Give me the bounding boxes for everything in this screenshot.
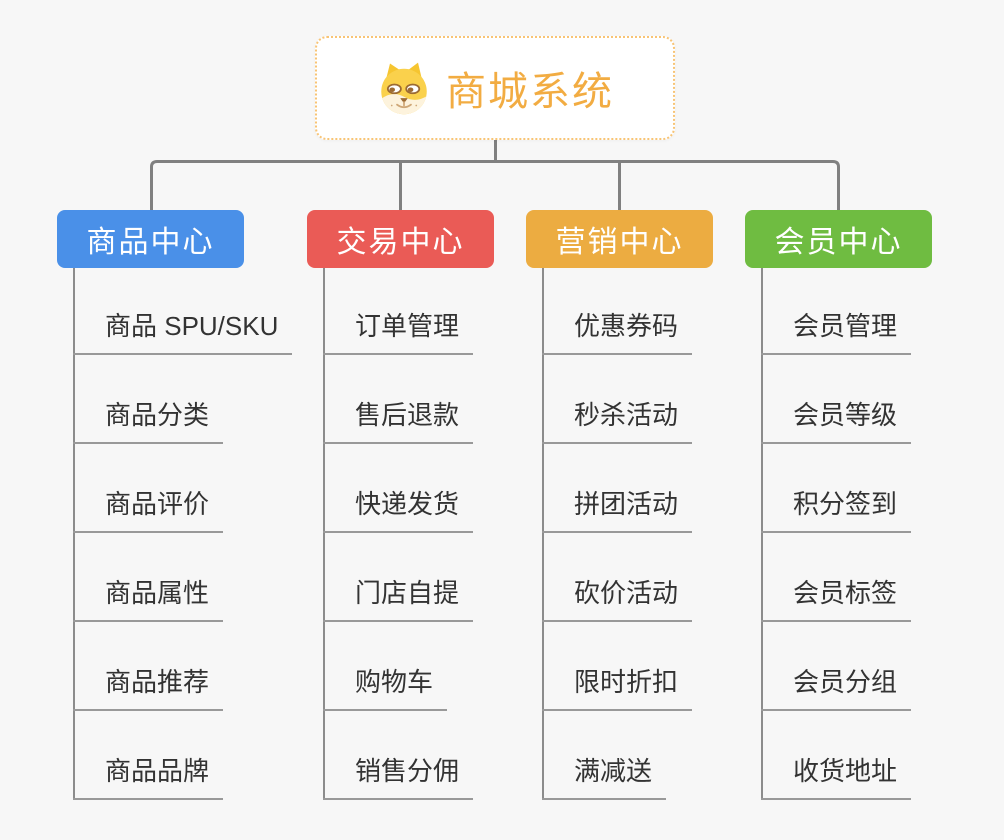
topic-item[interactable]: 购物车: [323, 663, 448, 711]
topic-item[interactable]: 优惠券码: [542, 307, 693, 355]
topic-item[interactable]: 会员等级: [761, 396, 912, 444]
topic-item[interactable]: 快递发货: [323, 485, 474, 533]
topic-item[interactable]: 收货地址: [761, 752, 912, 800]
topic-item[interactable]: 限时折扣: [542, 663, 693, 711]
topic-item[interactable]: 会员管理: [761, 307, 912, 355]
topic-item[interactable]: 商品分类: [73, 396, 224, 444]
topic-item[interactable]: 拼团活动: [542, 485, 693, 533]
topic-item[interactable]: 销售分佣: [323, 752, 474, 800]
topic-item[interactable]: 积分签到: [761, 485, 912, 533]
branch-node-product-center[interactable]: 商品中心: [57, 210, 244, 268]
topic-item[interactable]: 秒杀活动: [542, 396, 693, 444]
topic-item[interactable]: 会员标签: [761, 574, 912, 622]
topic-item[interactable]: 售后退款: [323, 396, 474, 444]
branch-node-trade-center[interactable]: 交易中心: [307, 210, 494, 268]
topic-item[interactable]: 商品品牌: [73, 752, 224, 800]
topic-item[interactable]: 商品评价: [73, 485, 224, 533]
topic-item[interactable]: 商品 SPU/SKU: [73, 307, 293, 355]
doge-icon: [381, 62, 427, 115]
topic-item[interactable]: 商品属性: [73, 574, 224, 622]
topic-item[interactable]: 订单管理: [323, 307, 474, 355]
topic-item[interactable]: 会员分组: [761, 663, 912, 711]
topic-item[interactable]: 商品推荐: [73, 663, 224, 711]
branch-node-member-center[interactable]: 会员中心: [745, 210, 932, 268]
topic-item[interactable]: 门店自提: [323, 574, 474, 622]
branch-node-marketing-center[interactable]: 营销中心: [526, 210, 713, 268]
topic-item[interactable]: 满减送: [542, 752, 667, 800]
root-node-mall-system[interactable]: 商城系统: [315, 36, 675, 140]
topic-item[interactable]: 砍价活动: [542, 574, 693, 622]
root-title: 商城系统: [446, 70, 614, 114]
